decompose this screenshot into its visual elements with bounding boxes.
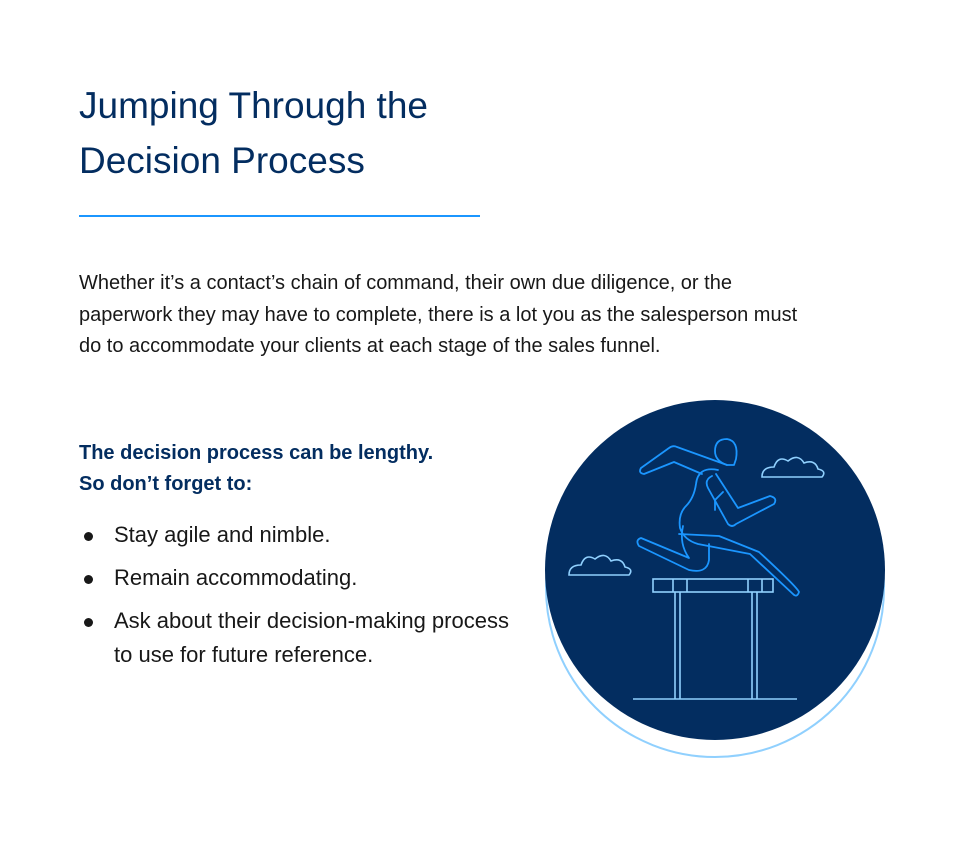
intro-paragraph: Whether it’s a contact’s chain of comman… bbox=[79, 272, 798, 357]
title-line-1: Jumping Through the bbox=[79, 85, 428, 126]
list-item: Remain accommodating. bbox=[79, 561, 529, 595]
subheading-line-2: So don’t forget to: bbox=[79, 473, 253, 495]
cloud-icon bbox=[568, 456, 825, 576]
divider bbox=[79, 215, 480, 217]
list-item: Stay agile and nimble. bbox=[79, 518, 529, 552]
subheading-line-1: The decision process can be lengthy. bbox=[79, 442, 434, 464]
hurdle-icon bbox=[633, 578, 797, 700]
title-line-2: Decision Process bbox=[79, 140, 365, 181]
navy-circle bbox=[545, 400, 885, 740]
tips-list: Stay agile and nimble. Remain accommodat… bbox=[79, 518, 529, 681]
subheading: The decision process can be lengthy. So d… bbox=[79, 438, 433, 500]
runner-icon bbox=[636, 438, 800, 597]
list-item: Ask about their decision-making process … bbox=[79, 604, 529, 672]
